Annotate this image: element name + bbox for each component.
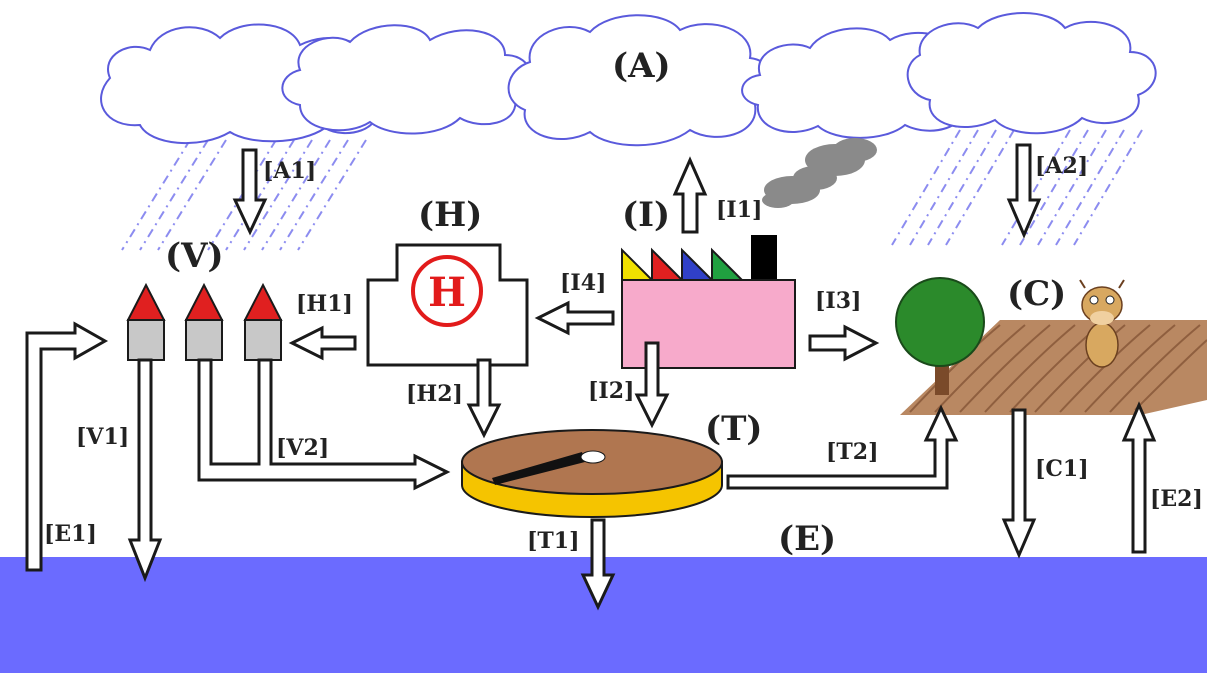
cow — [1079, 279, 1125, 368]
label-H1: [H1] — [296, 291, 353, 317]
hospital-building: H — [366, 243, 529, 367]
flow-arrows — [25, 143, 1157, 611]
label-A2: [A2] — [1035, 153, 1088, 179]
label-V: (V) — [165, 236, 224, 276]
label-I: (I) — [622, 195, 670, 235]
label-H: (H) — [418, 195, 482, 235]
label-T1: [T1] — [527, 528, 580, 554]
label-V1: [V1] — [76, 424, 129, 450]
clouds — [100, 12, 1157, 147]
rain-left — [121, 139, 367, 251]
smoke-cloud — [762, 138, 877, 208]
label-C: (C) — [1007, 274, 1066, 314]
label-T: (T) — [705, 409, 762, 449]
treatment-tank — [461, 429, 723, 518]
village-houses — [126, 282, 283, 361]
label-E: (E) — [778, 519, 836, 559]
hospital-symbol: H — [428, 269, 466, 316]
label-C1: [C1] — [1035, 456, 1089, 482]
label-A: (A) — [612, 46, 671, 86]
label-I3: [I3] — [815, 288, 861, 314]
label-T2: [T2] — [826, 439, 879, 465]
label-H2: [H2] — [406, 381, 463, 407]
label-I4: [I4] — [560, 270, 606, 296]
label-V2: [V2] — [276, 435, 329, 461]
rain-right — [891, 129, 1143, 246]
label-E1: [E1] — [44, 521, 97, 547]
label-E2: [E2] — [1150, 486, 1203, 512]
label-A1: [A1] — [263, 158, 316, 184]
tree — [895, 277, 985, 395]
label-I2: [I2] — [588, 378, 634, 404]
label-I1: [I1] — [716, 197, 762, 223]
